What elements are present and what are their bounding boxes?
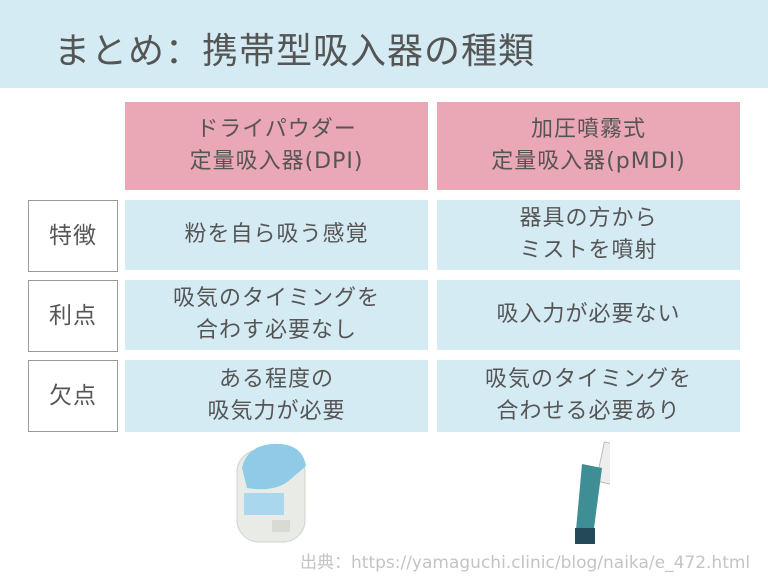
row-label-features: 特徴 <box>28 200 118 272</box>
cell-advantages-pmdi: 吸入力が必要ない <box>437 280 740 350</box>
column-header-pmdi: 加圧噴霧式 定量吸入器(pMDI) <box>437 102 740 190</box>
page-title: まとめ：携帯型吸入器の種類 <box>54 31 536 72</box>
source-citation: 出典：https://yamaguchi.clinic/blog/naika/e… <box>300 553 751 573</box>
cell-features-dpi: 粉を自ら吸う感覚 <box>125 200 428 270</box>
title-banner: まとめ：携帯型吸入器の種類 <box>0 0 768 88</box>
cell-advantages-dpi: 吸気のタイミングを 合わす必要なし <box>125 280 428 350</box>
pmdi-inhaler-image <box>575 441 610 544</box>
column-header-dpi: ドライパウダー 定量吸入器(DPI) <box>125 102 428 190</box>
cell-disadvantages-pmdi: 吸気のタイミングを 合わせる必要あり <box>437 360 740 432</box>
dpi-inhaler-image <box>236 443 306 543</box>
row-label-advantages: 利点 <box>28 280 118 352</box>
cell-disadvantages-dpi: ある程度の 吸気力が必要 <box>125 360 428 432</box>
row-label-disadvantages: 欠点 <box>28 360 118 432</box>
cell-features-pmdi: 器具の方から ミストを噴射 <box>437 200 740 270</box>
